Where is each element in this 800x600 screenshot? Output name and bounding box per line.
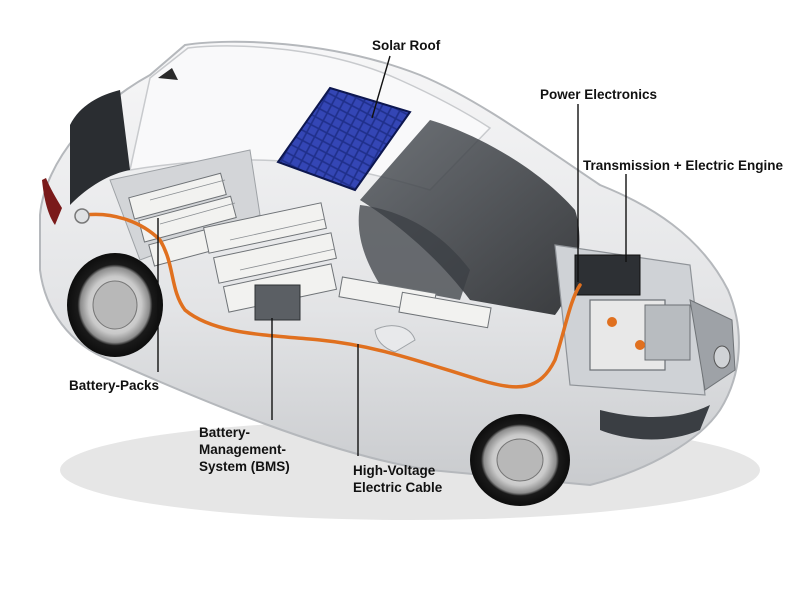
transmission-unit (644, 304, 691, 361)
callout-line-solar-roof (371, 55, 391, 119)
label-solar-roof: Solar Roof (372, 38, 441, 53)
label-transmission-electric-engine: Transmission + Electric Engine (583, 158, 783, 173)
battery-pack-rear-1 (128, 172, 227, 220)
label-power-electronics: Power Electronics (540, 87, 658, 102)
battery-pack-mid-2 (213, 232, 337, 284)
roof-antenna (158, 68, 178, 80)
rear-wheel (67, 253, 163, 357)
front-badge (713, 345, 731, 369)
battery-cell-lines (149, 179, 336, 271)
label-battery-management-system: Battery- Management- System (BMS) (199, 425, 290, 474)
engine-orange-part-2 (635, 340, 645, 350)
battery-pack-mid-1 (203, 202, 327, 254)
battery-pack-floor-2 (398, 291, 492, 329)
battery-pack-rear-2 (138, 195, 237, 243)
rear-side-window (70, 90, 130, 205)
label-battery-packs: Battery-Packs (69, 378, 160, 393)
tail-light (42, 178, 62, 225)
power-electronics-unit (574, 254, 641, 296)
headlight (600, 405, 710, 440)
charging-port (74, 208, 90, 224)
bms-unit (254, 284, 301, 321)
solar-roof-panel (276, 86, 412, 192)
engine-orange-part-1 (607, 317, 617, 327)
interior-seats (358, 205, 470, 300)
label-high-voltage-cable: High-Voltage Electric Cable (353, 463, 443, 495)
front-wheel (470, 414, 570, 506)
windshield (360, 120, 580, 315)
battery-packs (128, 172, 492, 329)
high-voltage-cable (83, 212, 582, 389)
side-mirror (374, 325, 416, 353)
callout-lines (157, 55, 627, 456)
